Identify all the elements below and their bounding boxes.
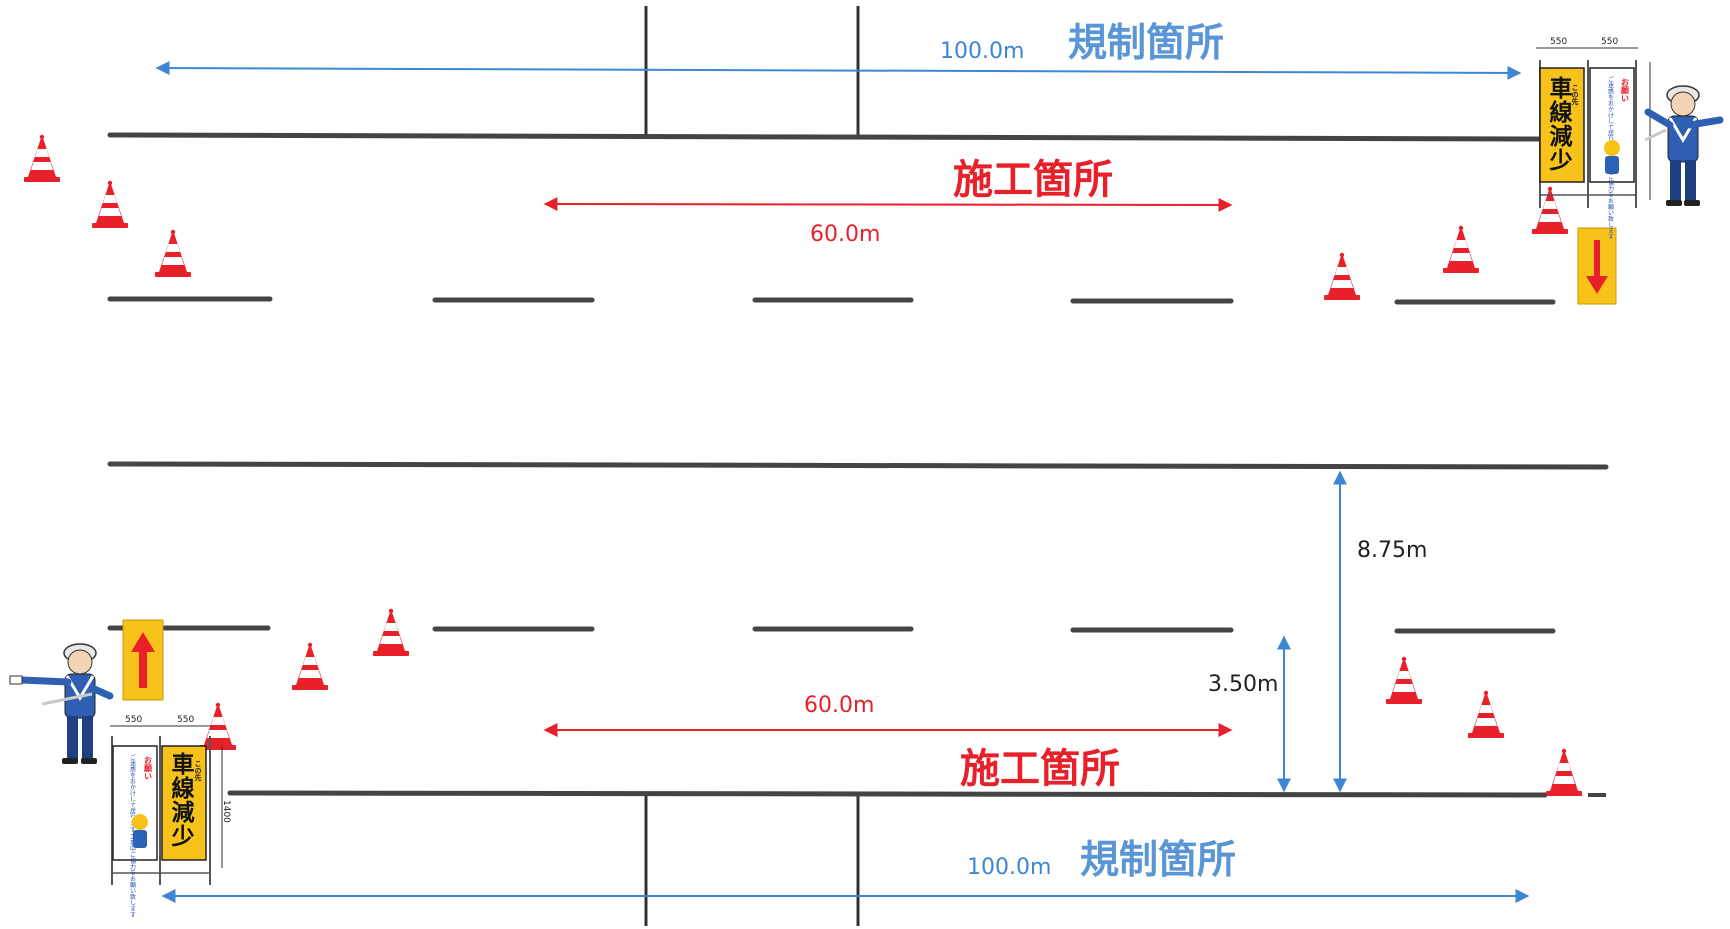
regulation-arrow-top [155,61,1522,80]
work-label-top: 施工箇所 [953,157,1113,203]
road-center-line [107,461,1609,470]
work-length-top: 60.0m [810,222,880,247]
work-label-bottom: 施工箇所 [960,746,1120,792]
regulation-length-bottom: 100.0m [967,855,1051,880]
arrow-board-down [1577,227,1617,305]
road-width-dimension: 8.75m [1333,470,1427,793]
road-markings [107,6,1609,926]
notice-title: お願い [143,756,153,780]
flagger-person-icon [9,643,114,764]
lane-reduction-sign [161,745,207,861]
lane-width-label: 3.50m [1208,672,1278,697]
road-width-label: 8.75m [1357,538,1427,563]
sign-board-right: 550 550 この先 車線減少 お願い ご迷惑をおかけして居ります 工事中ご協… [1536,37,1651,240]
sign-main-text: 車線減少 [167,752,196,848]
traffic-cone-icon [1386,656,1422,704]
sign-width-label: 550 [177,715,194,725]
sign-width-label: 550 [1601,37,1618,47]
traffic-cone-icon [292,642,328,690]
sign-height-label: 1400 [221,800,231,823]
sign-small-text: この先 [1571,84,1579,106]
top-work-dimension: 施工箇所 60.0m [543,157,1233,247]
worker-mascot-icon [132,814,148,830]
traffic-cone-icon [1443,225,1479,273]
pointing-hand-icon [9,675,23,685]
traffic-cone-icon [155,229,191,277]
traffic-cone-icon [92,180,128,228]
worker-mascot-icon [1604,140,1620,156]
traffic-cone-icon [1468,690,1504,738]
work-arrow-top [543,197,1233,212]
arrow-up-icon [131,632,155,688]
traffic-cone-icon [1546,748,1582,796]
sign-width-label: 550 [1550,37,1567,47]
sign-main-text: 車線減少 [1545,76,1574,172]
arrow-down-icon [1586,240,1608,294]
lane-width-dimension: 3.50m [1208,635,1291,793]
bottom-work-dimension: 60.0m 施工箇所 [543,693,1233,792]
flagger-person-icon [1644,85,1724,206]
traffic-cone-icon [1532,186,1568,234]
arrow-board-up [122,619,164,701]
notice-title: お願い [1620,78,1630,102]
sign-width-label: 550 [125,715,142,725]
top-regulation-dimension: 100.0m 規制箇所 [155,21,1522,80]
road-edge-top [107,132,1548,142]
regulation-label-top: 規制箇所 [1068,21,1224,66]
traffic-cone-icon [24,134,60,182]
sign-small-text: この先 [194,760,202,782]
traffic-cone-icon [373,608,409,656]
bottom-regulation-dimension: 100.0m 規制箇所 [161,838,1530,903]
lane-reduction-sign [1539,67,1585,183]
sign-board-left: 550 550 お願い ご迷惑をおかけして居ります 工事中ご協力をお願い致します… [110,715,231,918]
work-length-bottom: 60.0m [804,693,874,718]
regulation-label-bottom: 規制箇所 [1080,838,1236,883]
traffic-cone-icon [1324,252,1360,300]
road-edge-bottom [227,790,1548,798]
notice-sign [112,745,158,861]
regulation-length-top: 100.0m [940,39,1024,64]
notice-text: ご迷惑をおかけして居ります 工事中ご協力をお願い致します [129,753,136,918]
